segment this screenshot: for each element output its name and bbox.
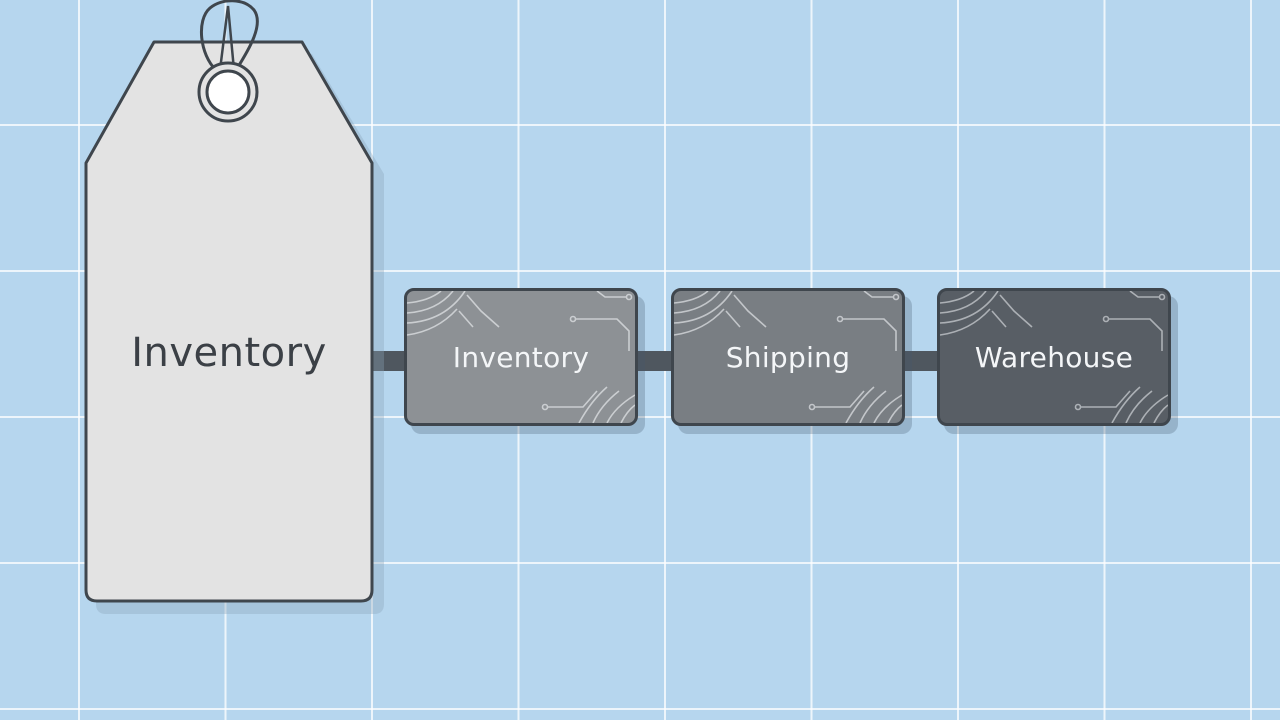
tag-string-icon xyxy=(199,0,259,72)
card-label-warehouse: Warehouse xyxy=(974,341,1134,374)
circuit-pattern-icon xyxy=(674,291,902,423)
connector-tag-to-inventory xyxy=(370,351,410,371)
connector-shipping-to-warehouse xyxy=(903,351,943,371)
card-warehouse: Warehouse xyxy=(937,288,1171,426)
connector-inventory-to-shipping xyxy=(636,351,676,371)
circuit-pattern-icon xyxy=(940,291,1168,423)
tag-body xyxy=(84,40,374,603)
tag-string-inner-icon xyxy=(218,5,236,71)
card-label-inventory: Inventory xyxy=(452,341,590,374)
card-shipping: Shipping xyxy=(671,288,905,426)
tag-label: Inventory xyxy=(131,330,327,376)
card-inventory: Inventory xyxy=(404,288,638,426)
card-label-shipping: Shipping xyxy=(725,341,851,374)
tag-eyelet-hole-icon xyxy=(205,69,251,115)
circuit-pattern-icon xyxy=(407,291,635,423)
